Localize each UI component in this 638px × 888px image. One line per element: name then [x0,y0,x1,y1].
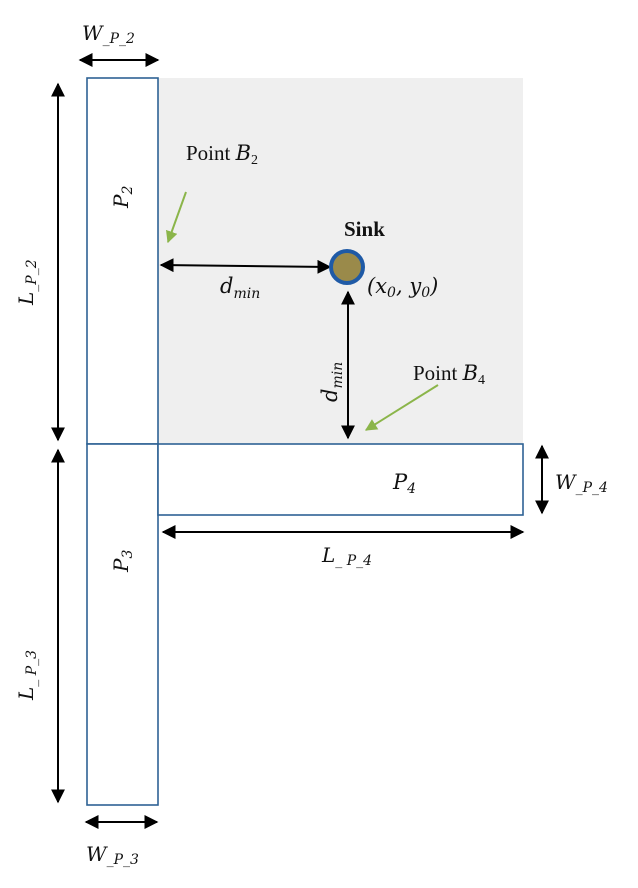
label-sink-coordinates: (x0, y0) [367,274,438,301]
dmin-horizontal-arrow [159,258,332,274]
label-w-p4: W_P_4 [555,470,608,496]
sink-node [329,249,365,285]
label-w-p3: W_P_3 [86,842,139,868]
label-l-p2: L_P_2 [14,259,40,306]
label-dmin-horizontal: dmin [220,274,260,302]
strip-p4 [157,443,524,516]
label-p2: P2 [109,186,136,209]
label-dmin-vertical: dmin [318,362,346,402]
point-b4-pointer [364,384,439,431]
label-l-p4: L_ P_4 [321,543,372,569]
label-p3: P3 [109,550,136,573]
label-w-p2: W_P_2 [82,21,135,47]
label-p4: P4 [392,470,416,497]
label-point-b4: Point B4 [413,361,485,388]
strip-p2 [86,77,159,445]
strip-p3 [86,443,159,806]
label-point-b2: Point B2 [186,141,258,168]
label-sink: Sink [344,217,385,241]
point-b2-pointer [166,191,187,244]
label-l-p3: L_ P_3 [14,650,40,701]
